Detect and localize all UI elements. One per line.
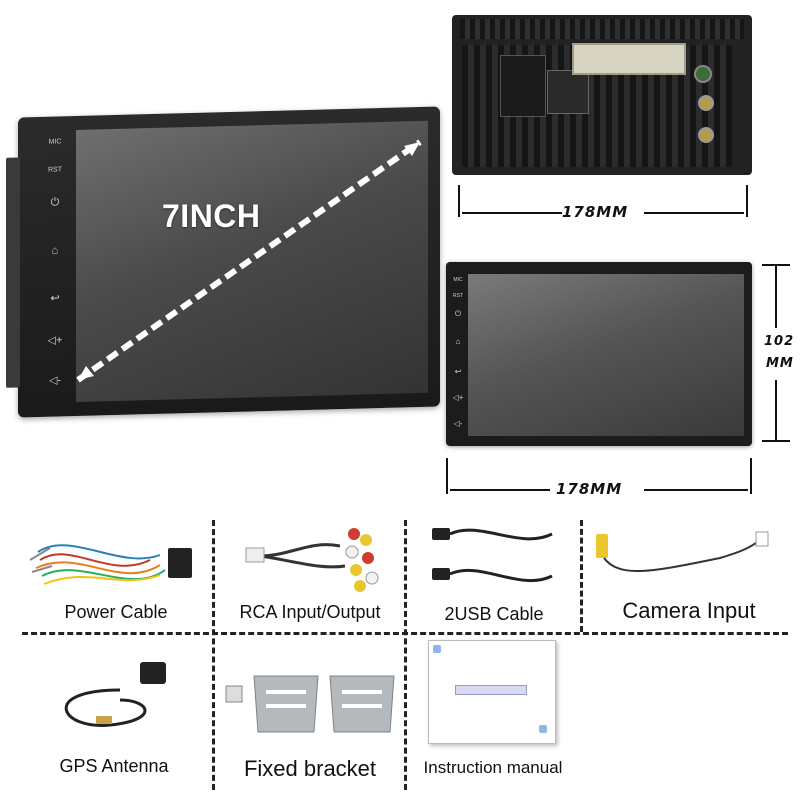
accessory-col-divider-3 — [580, 520, 583, 632]
rear-dim-tick-left — [458, 185, 460, 217]
camera-input-image — [596, 531, 769, 573]
rear-antenna-port-1 — [698, 95, 714, 111]
accessory-col-divider-1 — [212, 520, 215, 790]
front-volume-up-icon[interactable]: ◁+ — [452, 393, 464, 402]
front-height-label-num: 102 — [764, 334, 795, 349]
front-height-label-unit: MM — [766, 356, 794, 371]
rca-cable-image — [245, 528, 379, 592]
manual-corner-logo-icon — [539, 725, 547, 733]
diagonal-arrow-top — [404, 142, 420, 156]
front-screen — [468, 274, 744, 436]
fixed-bracket-image — [225, 675, 395, 733]
rear-connector-c — [547, 70, 589, 114]
gps-antenna-image — [64, 662, 166, 727]
rear-width-label: 178MM — [562, 203, 629, 221]
front-back-icon[interactable]: ↩ — [454, 367, 462, 376]
front-dim-tick-top — [762, 264, 790, 266]
rear-view-unit — [452, 15, 752, 175]
front-volume-down-icon[interactable]: ◁- — [453, 419, 463, 428]
accessory-label-usb: 2USB Cable — [444, 604, 544, 624]
screen-size-label: 7INCH — [162, 198, 261, 234]
front-button-column: MIC RST ⏻ ⌂ ↩ ◁+ ◁- — [450, 274, 466, 434]
front-dim-tick-bottom — [762, 440, 790, 442]
front-width-label: 178MM — [556, 480, 623, 498]
accessory-label-camera-input: Camera Input — [622, 598, 756, 623]
rear-connector-a — [500, 55, 546, 117]
accessory-label-fixed-bracket: Fixed bracket — [243, 756, 377, 781]
rear-dim-tick-right — [746, 185, 748, 217]
front-dim-vline-top — [775, 266, 777, 328]
manual-title-stripe — [455, 685, 527, 695]
front-home-icon[interactable]: ⌂ — [455, 337, 461, 346]
front-mic-label: MIC — [453, 277, 463, 283]
diagonal-arrow-bottom — [78, 366, 94, 380]
rear-vent-strip — [460, 19, 744, 39]
accessory-label-gps-antenna: GPS Antenna — [59, 756, 169, 776]
front-dim-vline-bottom — [775, 380, 777, 440]
front-dim-line-left — [450, 489, 550, 491]
instruction-manual-image — [428, 640, 556, 744]
front-rst-label: RST — [453, 293, 463, 299]
accessory-label-power-cable: Power Cable — [64, 602, 168, 622]
accessory-label-rca: RCA Input/Output — [239, 602, 381, 622]
front-view-unit: MIC RST ⏻ ⌂ ↩ ◁+ ◁- — [446, 262, 752, 446]
manual-logo-icon — [433, 645, 441, 653]
diagonal-line — [76, 139, 422, 383]
front-dim-tick-left — [446, 458, 448, 494]
rear-green-port — [694, 65, 712, 83]
usb-cable-image — [432, 528, 553, 583]
rear-harness-connector — [572, 43, 686, 75]
accessory-col-divider-2 — [404, 520, 407, 790]
front-power-icon[interactable]: ⏻ — [454, 309, 462, 318]
accessory-label-instruction-manual: Instruction manual — [423, 758, 563, 777]
front-dim-line-right — [644, 489, 748, 491]
power-cable-image — [29, 544, 192, 585]
rear-antenna-port-2 — [698, 127, 714, 143]
rear-dim-line-left — [462, 212, 562, 214]
front-dim-tick-right — [750, 458, 752, 494]
rear-dim-line-right — [644, 212, 744, 214]
